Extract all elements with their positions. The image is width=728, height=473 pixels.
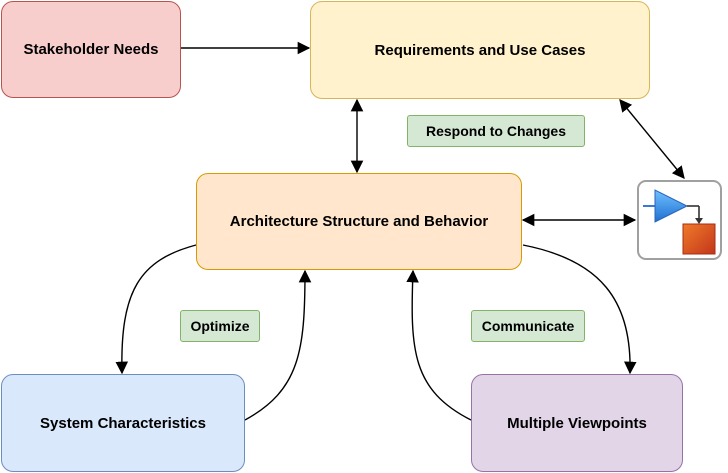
multiple-viewpoints-label: Multiple Viewpoints [507,414,647,432]
communicate-label: Communicate [471,310,585,342]
architecture-label: Architecture Structure and Behavior [229,213,489,230]
multiple-viewpoints-node[interactable]: Multiple Viewpoints [471,374,683,472]
respond-to-changes-text: Respond to Changes [425,123,566,139]
stakeholder-needs-node[interactable]: Stakeholder Needs [1,1,181,98]
stakeholder-needs-label: Stakeholder Needs [23,41,159,58]
optimize-text: Optimize [190,318,250,334]
simulink-block-graphic [643,189,716,255]
requirements-node[interactable]: Requirements and Use Cases [310,1,650,99]
respond-to-changes-label: Respond to Changes [407,115,585,147]
system-characteristics-label: System Characteristics [40,414,206,432]
communicate-text: Communicate [481,318,575,334]
optimize-label: Optimize [180,310,260,342]
architecture-node[interactable]: Architecture Structure and Behavior [196,173,522,270]
edge-architecture-to-system [115,244,197,375]
simulink-model-icon[interactable] [637,180,722,260]
edge-architecture-to-viewpoints [522,244,637,375]
edge-system-to-architecture [244,269,312,421]
system-characteristics-node[interactable]: System Characteristics [1,374,245,472]
requirements-label: Requirements and Use Cases [374,41,586,59]
edge-requirements-simulink [619,99,685,179]
edge-viewpoints-to-architecture [406,269,472,421]
